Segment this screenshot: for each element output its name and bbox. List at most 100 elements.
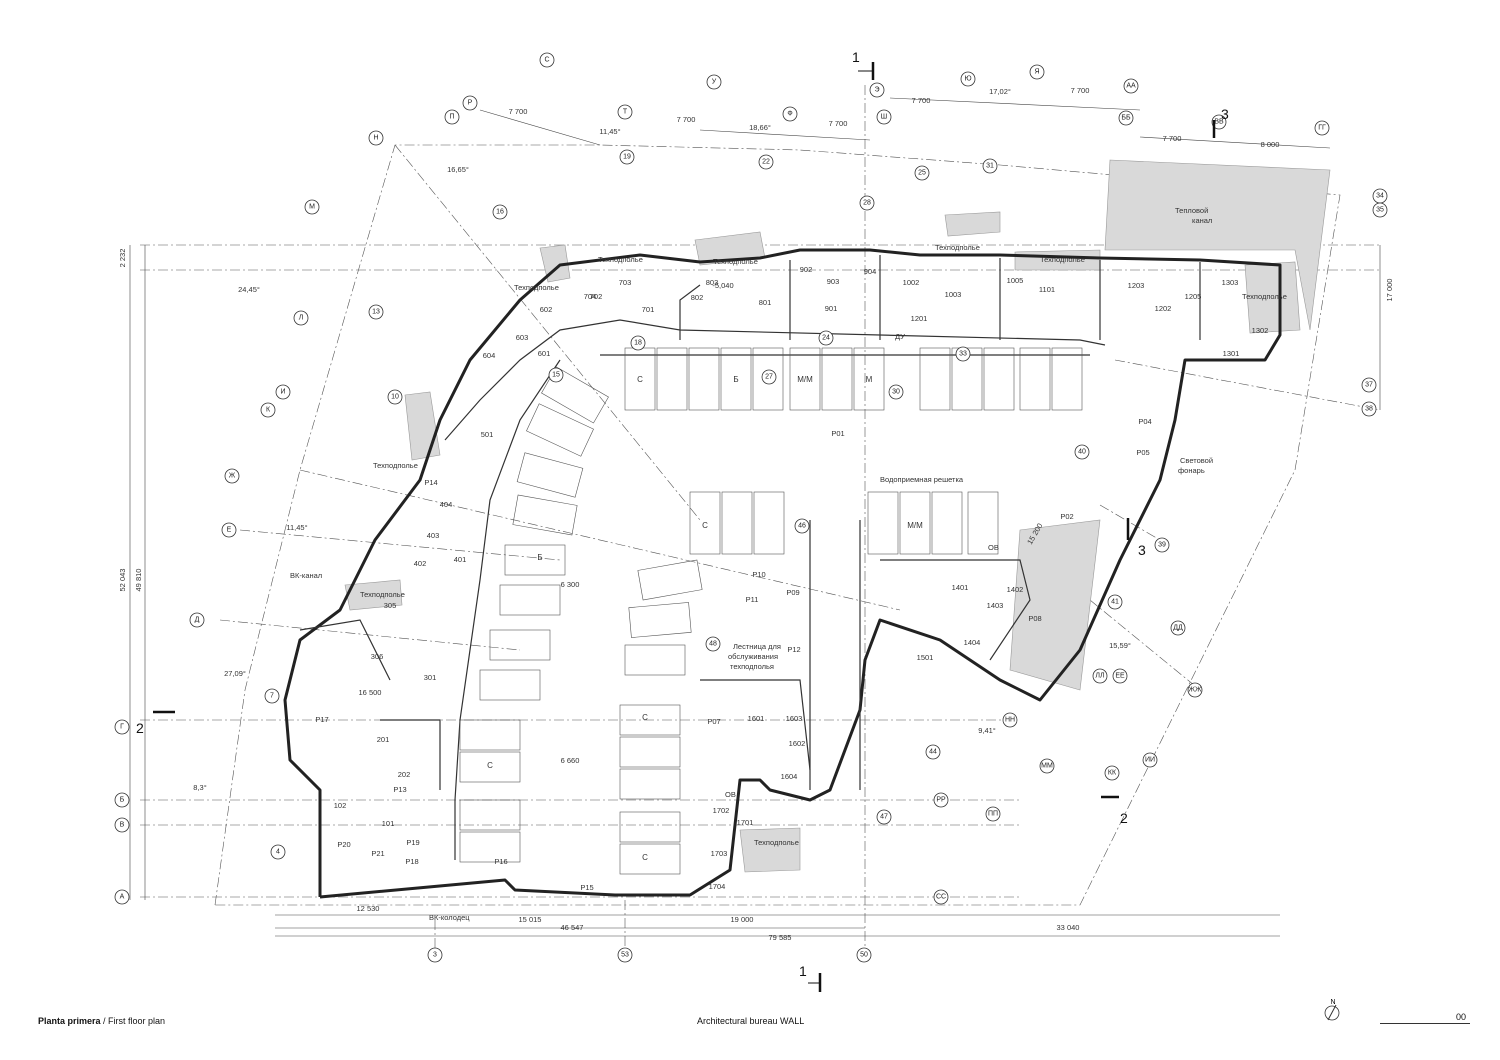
room-number: 1604 <box>781 772 798 781</box>
grid-bubble: Т <box>623 109 628 116</box>
room-number: 306 <box>371 652 384 661</box>
grid-bubble: Э <box>874 87 879 94</box>
grid-bubble: ММ <box>1041 763 1053 770</box>
grid-bubble: ББ <box>1121 115 1131 122</box>
dimension-lines <box>129 97 1381 937</box>
grid-letter-bubbles: А Б В Г Д Е Ж И К Л М Н П Р С Т У Ф Ш Э … <box>114 52 1330 905</box>
note-skylight: Световой <box>1180 456 1213 465</box>
dimension-text: 7 700 <box>509 107 528 116</box>
note-tech-floor: Техподполье <box>935 243 980 252</box>
room-number: 701 <box>642 305 655 314</box>
north-arrow-label: N <box>1330 999 1335 1006</box>
room-number: P16 <box>494 857 507 866</box>
grid-bubble: М <box>309 204 315 211</box>
stall-code: М <box>866 375 873 384</box>
room-number: 301 <box>424 673 437 682</box>
plan-notes: Техподполье Техподполье Техподполье Техп… <box>290 206 1287 922</box>
section-1-bottom-label: 1 <box>799 963 807 979</box>
sheet-number: 00 <box>1456 1012 1467 1022</box>
dimension-text: 52 043 <box>118 569 127 592</box>
note-vk-well: ВК-колодец <box>429 913 470 922</box>
note-tech-floor: Техподполье <box>713 257 758 266</box>
room-number: P11 <box>746 595 759 604</box>
dimension-text: 46 547 <box>561 923 584 932</box>
room-number: P10 <box>752 570 765 579</box>
plan-title: Planta primera / First floor plan <box>38 1016 165 1026</box>
dimension-text: 49 810 <box>134 569 143 592</box>
room-number: P02 <box>1060 512 1073 521</box>
grid-bubble: ГГ <box>1318 125 1326 132</box>
dimension-text: 15 015 <box>519 915 542 924</box>
room-number: 1501 <box>917 653 934 662</box>
grid-bubble: 39 <box>1158 542 1166 549</box>
room-number: 202 <box>398 770 411 779</box>
room-number: P14 <box>424 478 437 487</box>
room-number: 801 <box>759 298 772 307</box>
room-number: 1303 <box>1222 278 1239 287</box>
grid-bubble: 13 <box>372 309 380 316</box>
dimension-text: 17 000 <box>1385 279 1394 302</box>
room-number: P17 <box>315 715 328 724</box>
section-2-right-label: 2 <box>1120 810 1128 826</box>
grid-bubble: П <box>449 114 454 121</box>
note-ov: ОВ <box>725 790 736 799</box>
dimension-text: 16 500 <box>359 688 382 697</box>
room-number: P19 <box>406 838 419 847</box>
grid-bubble: ВВ <box>1214 119 1224 126</box>
stall-code: С <box>642 853 648 862</box>
grid-bubble: Ф <box>787 111 792 118</box>
grid-bubble: 18 <box>634 340 642 347</box>
room-number: 904 <box>864 267 877 276</box>
sheet-number-underline <box>1380 1023 1470 1024</box>
stall-code: М/М <box>907 521 923 530</box>
dimension-text: 7 700 <box>829 119 848 128</box>
note-service-stair: Лестница для <box>733 642 781 651</box>
grid-bubble: Ж <box>229 473 236 480</box>
room-number: 1101 <box>1039 285 1055 294</box>
grid-bubble: 19 <box>623 154 631 161</box>
room-number: 601 <box>538 349 551 358</box>
grid-bubble: Д <box>195 617 200 624</box>
room-number: 1402 <box>1007 585 1024 594</box>
grid-bubble: Ш <box>881 114 887 121</box>
grid-bubble: Р <box>468 100 473 107</box>
room-number: 1603 <box>786 714 803 723</box>
grid-bubble: А <box>120 894 125 901</box>
room-number: 1701 <box>737 818 754 827</box>
grid-bubble: Г <box>120 724 124 731</box>
dimension-text: 2 232 <box>118 249 127 268</box>
room-number: 1301 <box>1223 349 1240 358</box>
grid-bubble: 38 <box>1365 406 1373 413</box>
dimension-text: 12 530 <box>357 904 380 913</box>
grid-bubble: НН <box>1005 717 1015 724</box>
plan-title-es: Planta primera <box>38 1016 101 1026</box>
grid-bubble: К <box>266 407 271 414</box>
dimension-text: 7 700 <box>1071 86 1090 95</box>
grid-bubble: ПП <box>988 811 998 818</box>
note-heat-channel: Тепловой <box>1175 206 1208 215</box>
dimension-text: 7 700 <box>1163 134 1182 143</box>
room-number: 903 <box>827 277 840 286</box>
grid-bubble: 10 <box>391 394 399 401</box>
grid-bubble: 35 <box>1376 207 1384 214</box>
room-number: 1005 <box>1007 276 1024 285</box>
room-number: P05 <box>1136 448 1149 457</box>
grid-bubble: 7 <box>270 693 274 700</box>
stall-codes: С Б М/М М С Б С М/М С С <box>487 375 923 862</box>
room-number: 702 <box>590 292 603 301</box>
grid-bubble: 28 <box>863 200 871 207</box>
room-number: 305 <box>384 601 397 610</box>
room-number: 401 <box>454 555 467 564</box>
room-number: 501 <box>481 430 494 439</box>
grid-bubble: 25 <box>918 170 926 177</box>
note-tech-floor: Техподполье <box>514 283 559 292</box>
room-number: 1602 <box>789 739 806 748</box>
grid-bubble: 40 <box>1078 449 1086 456</box>
note-tech-floor: Техподполье <box>1242 292 1287 301</box>
room-number: 902 <box>800 265 813 274</box>
note-tech-floor: Техподполье <box>373 461 418 470</box>
room-number: 703 <box>619 278 632 287</box>
grid-bubble: 48 <box>709 641 717 648</box>
room-number: P09 <box>786 588 799 597</box>
room-number: P01 <box>831 429 844 438</box>
